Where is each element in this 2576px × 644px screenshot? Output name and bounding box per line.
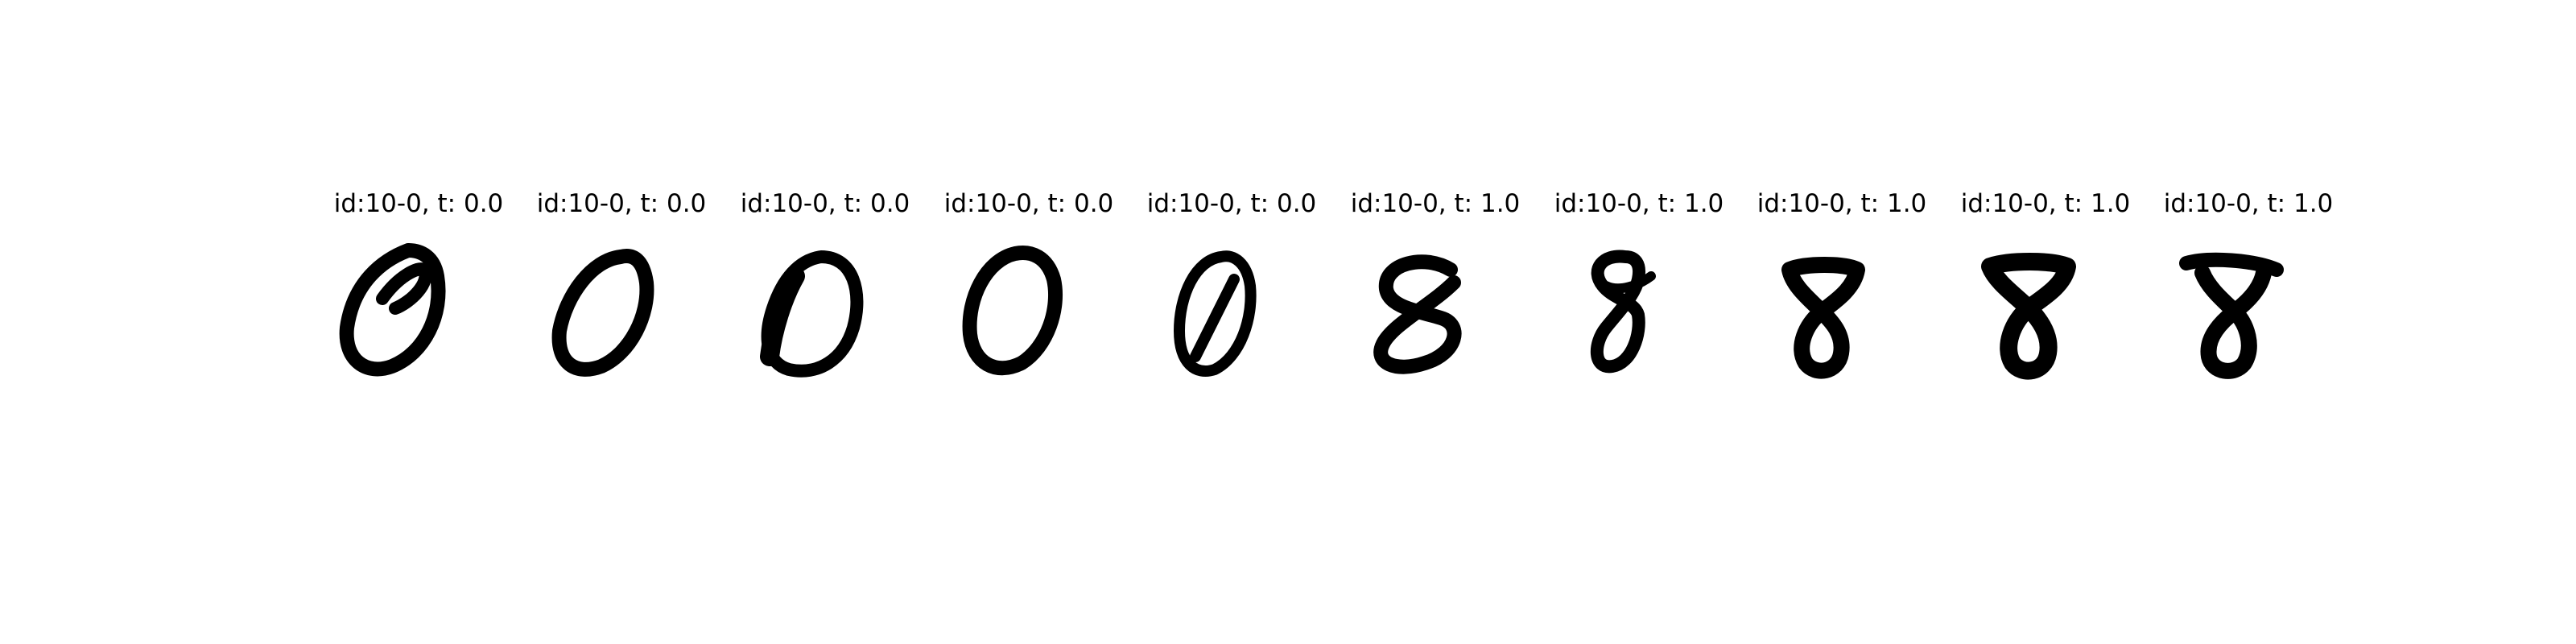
- digit-panel: id:10-0, t: 1.0: [2148, 189, 2349, 398]
- panel-title: id:10-0, t: 0.0: [333, 189, 504, 218]
- panel-title: id:10-0, t: 0.0: [740, 189, 910, 218]
- handwritten-digit-image: [1590, 250, 1656, 374]
- panel-title: id:10-0, t: 1.0: [1554, 189, 1724, 218]
- handwritten-digit-image: [1174, 250, 1257, 377]
- handwritten-digit-image: [339, 243, 446, 377]
- digit-panel: id:10-0, t: 1.0: [1741, 189, 1942, 398]
- handwritten-digit-image: [1981, 253, 2076, 380]
- handwritten-digit-image: [1373, 254, 1462, 374]
- handwritten-digit-image: [551, 249, 654, 377]
- panel-title: id:10-0, t: 0.0: [1146, 189, 1317, 218]
- digit-panel: id:10-0, t: 0.0: [928, 189, 1129, 398]
- handwritten-digit-image: [760, 250, 864, 378]
- digit-panel: id:10-0, t: 0.0: [521, 189, 722, 398]
- handwritten-digit-image: [2179, 252, 2284, 379]
- digit-panel: id:10-0, t: 1.0: [1945, 189, 2146, 398]
- panel-title: id:10-0, t: 0.0: [943, 189, 1114, 218]
- digit-panel: id:10-0, t: 1.0: [1538, 189, 1740, 398]
- panel-title: id:10-0, t: 1.0: [1757, 189, 1927, 218]
- panel-title: id:10-0, t: 1.0: [1960, 189, 2131, 218]
- digit-panel: id:10-0, t: 1.0: [1335, 189, 1536, 398]
- digit-panel: id:10-0, t: 0.0: [724, 189, 926, 398]
- panel-title: id:10-0, t: 1.0: [2163, 189, 2334, 218]
- handwritten-digit-image: [1781, 257, 1865, 379]
- digit-panel: id:10-0, t: 0.0: [318, 189, 519, 398]
- digit-panel: id:10-0, t: 0.0: [1131, 189, 1332, 398]
- handwritten-digit-image: [962, 246, 1063, 376]
- panel-title: id:10-0, t: 1.0: [1350, 189, 1521, 218]
- panel-title: id:10-0, t: 0.0: [536, 189, 707, 218]
